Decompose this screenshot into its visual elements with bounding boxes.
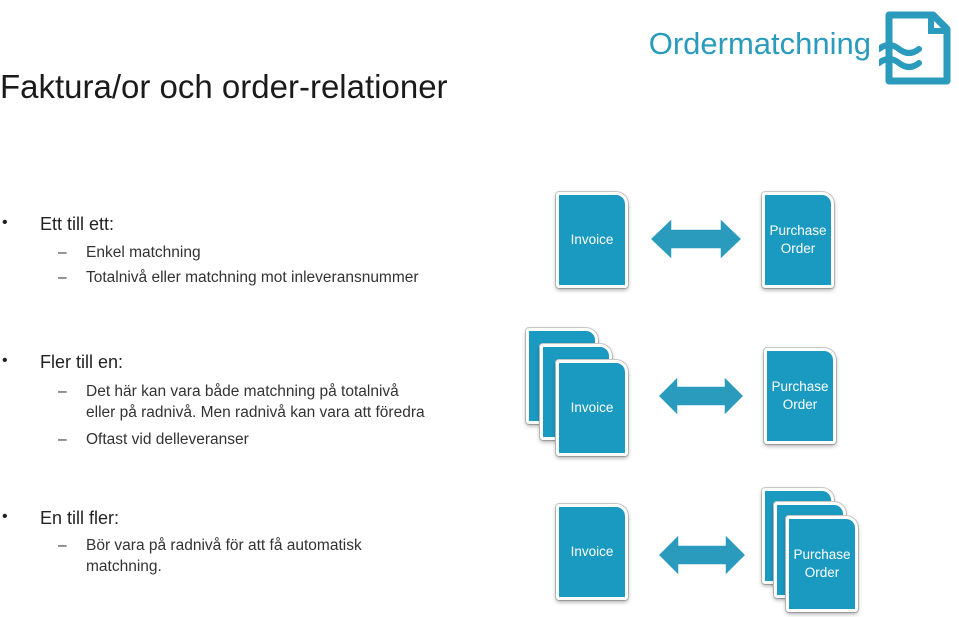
invoice-card: Invoice (556, 504, 628, 600)
purchase-order-card: Purchase Order (762, 192, 834, 288)
document-match-icon (879, 11, 951, 85)
dash-icon: – (58, 244, 67, 261)
brand-title: Ordermatchning (648, 26, 871, 61)
purchase-order-card: Purchase Order (764, 348, 836, 444)
invoice-card: Invoice (556, 192, 628, 288)
dash-icon: – (58, 537, 67, 554)
dash-icon: – (58, 383, 67, 400)
dash-icon: – (58, 269, 67, 286)
bullet-icon: • (2, 508, 8, 525)
dash-icon: – (58, 431, 67, 448)
bullet-icon: • (2, 352, 8, 369)
invoice-card: Invoice (556, 360, 628, 456)
double-arrow-icon (650, 216, 742, 262)
purchase-order-card: Purchase Order (786, 516, 858, 612)
page-title: Faktura/or och order-relationer (0, 68, 448, 105)
double-arrow-icon (658, 532, 746, 578)
double-arrow-icon (658, 374, 744, 418)
bullet-icon: • (2, 214, 8, 231)
